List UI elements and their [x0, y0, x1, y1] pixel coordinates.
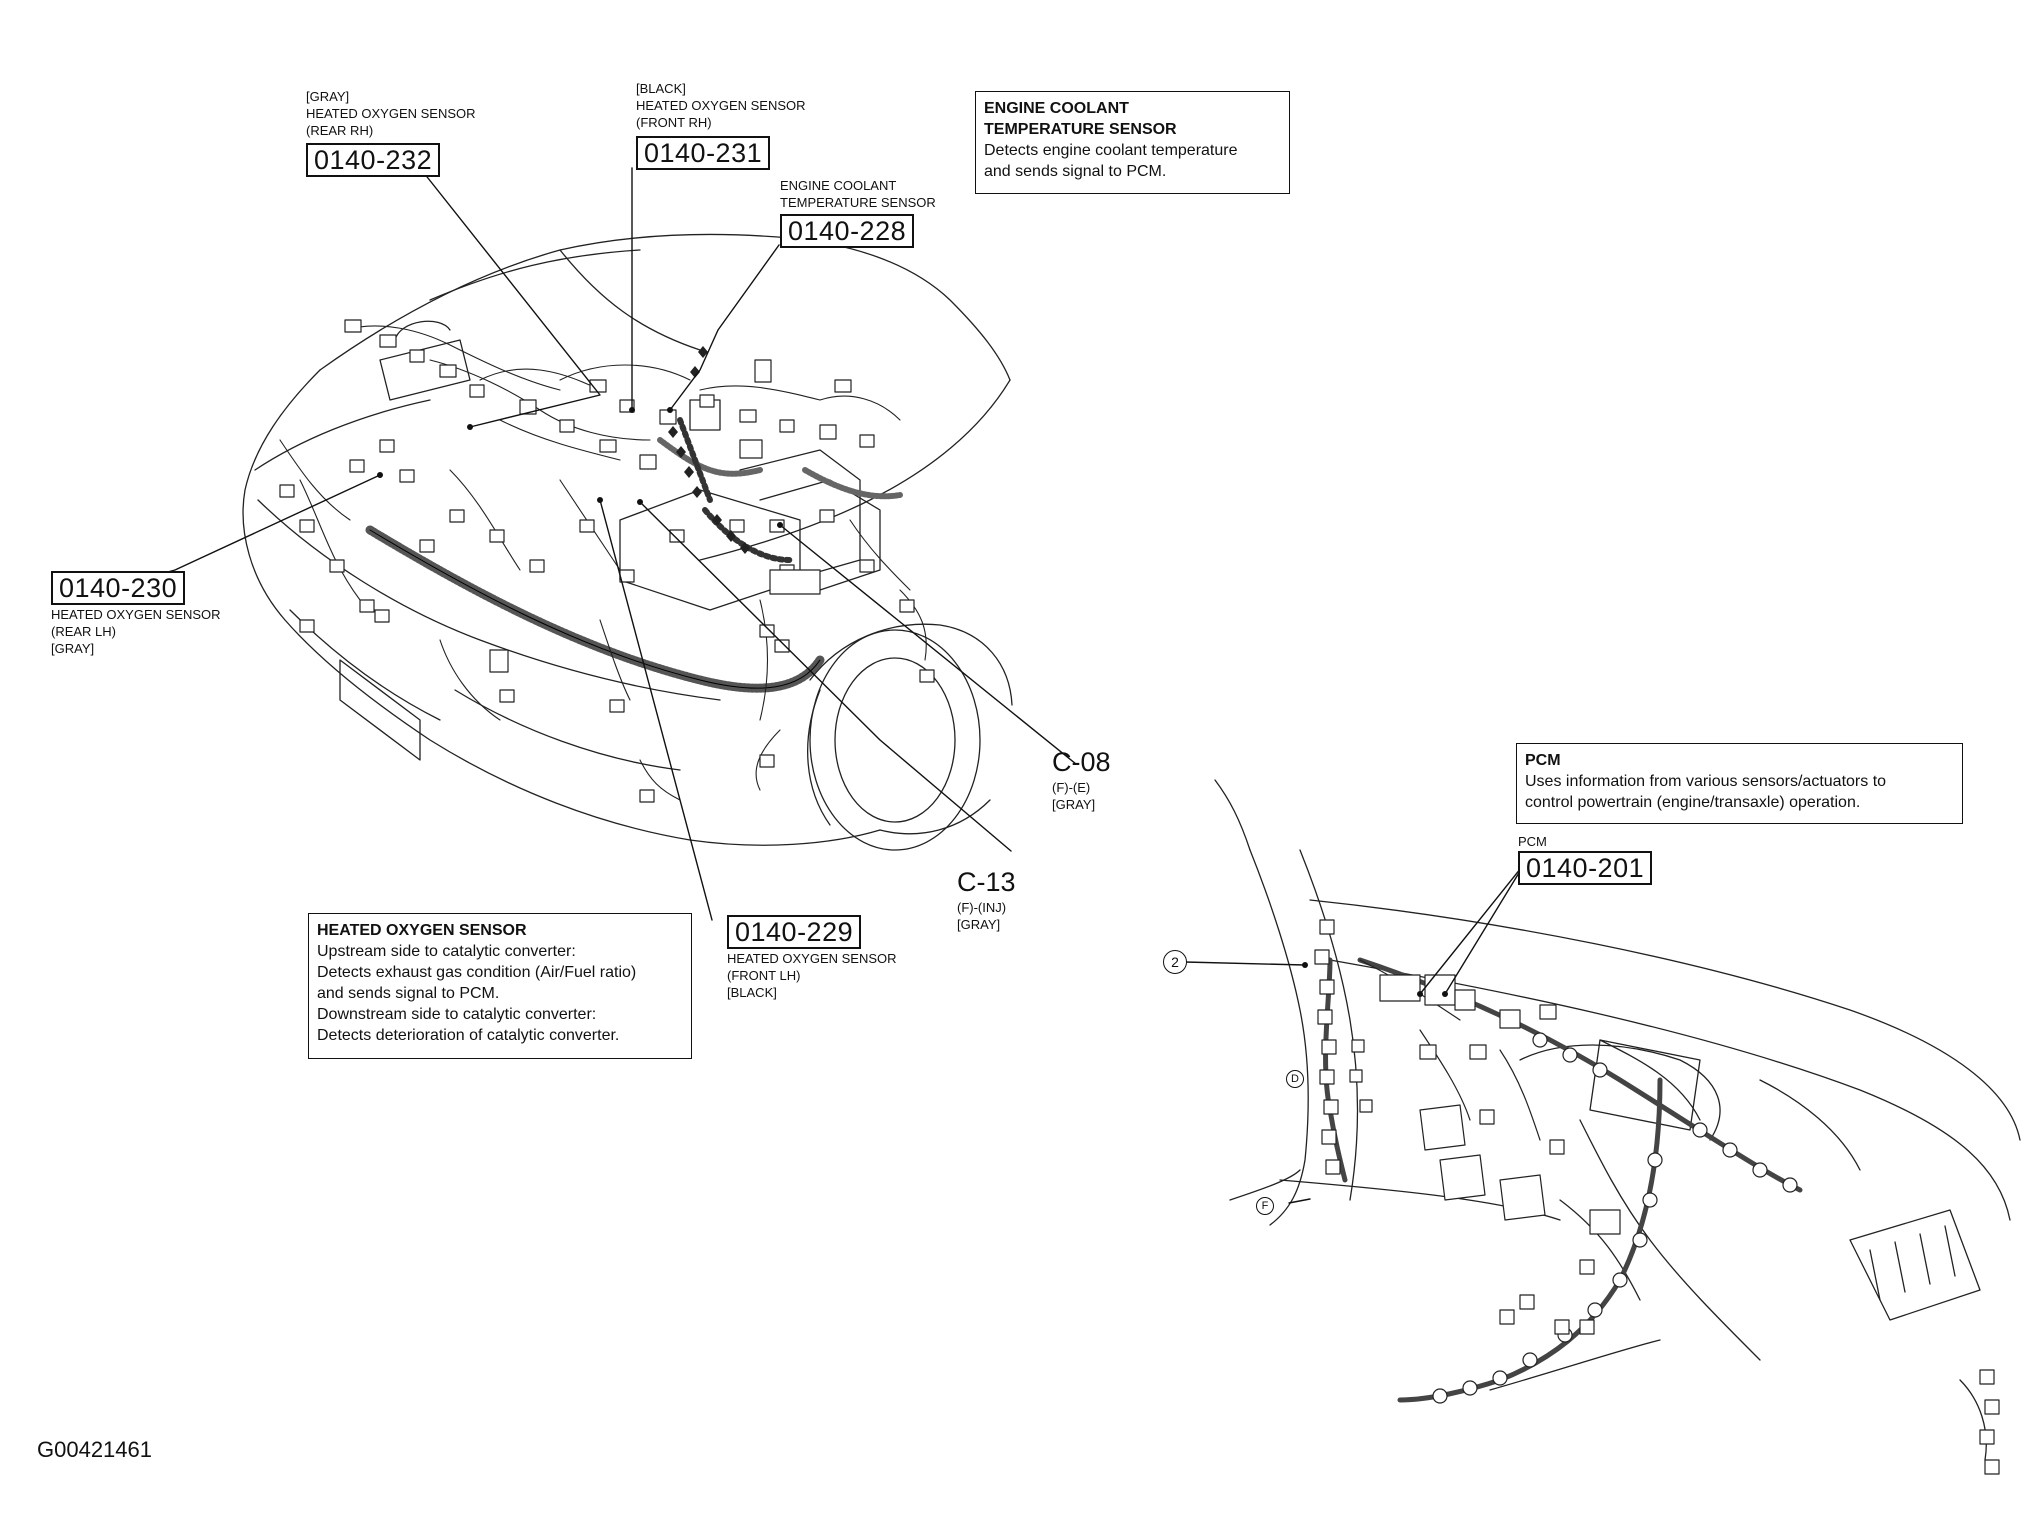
callout-230-title: HEATED OXYGEN SENSOR — [51, 607, 221, 622]
info-box-ho2s-body-2: Detects exhaust gas condition (Air/Fuel … — [317, 964, 637, 981]
info-box-ect-body-1: Detects engine coolant temperature — [984, 142, 1238, 159]
leader-lines — [119, 167, 1526, 1204]
marker-f: F — [1256, 1197, 1274, 1215]
marker-2: 2 — [1163, 950, 1187, 974]
info-box-engine-coolant-temperature-sensor: ENGINE COOLANT TEMPERATURE SENSOR Detect… — [975, 91, 1290, 194]
info-box-ho2s-body-1: Upstream side to catalytic converter: — [317, 943, 576, 960]
callout-231-color: [BLACK] — [636, 81, 686, 96]
callout-228-text: ENGINE COOLANT TEMPERATURE SENSOR — [780, 177, 936, 211]
figure-id: G00421461 — [37, 1437, 152, 1462]
component-ref-0140-232: 0140-232 — [306, 143, 441, 177]
info-box-pcm-title: PCM — [1525, 752, 1561, 769]
callout-229-position: (FRONT LH) — [727, 968, 801, 983]
connector-c13-pins: (F)-(INJ) — [957, 900, 1007, 915]
info-box-ho2s-body-3: and sends signal to PCM. — [317, 985, 500, 1002]
callout-231-text: [BLACK] HEATED OXYGEN SENSOR (FRONT RH) — [636, 80, 806, 131]
component-ref-0140-201: 0140-201 — [1518, 851, 1653, 885]
marker-d: D — [1286, 1070, 1304, 1088]
callout-229-color: [BLACK] — [727, 985, 777, 1000]
callout-230-text: HEATED OXYGEN SENSOR (REAR LH) [GRAY] — [51, 606, 221, 657]
pedals — [1419, 1104, 1546, 1221]
connector-c13-label: C-13 — [957, 867, 1016, 897]
connector-c08-pins: (F)-(E) — [1052, 780, 1091, 795]
info-box-ho2s-title: HEATED OXYGEN SENSOR — [317, 922, 527, 939]
callout-232-title: HEATED OXYGEN SENSOR — [306, 106, 476, 121]
component-ref-0140-229: 0140-229 — [727, 915, 862, 949]
info-box-pcm-body-2: control powertrain (engine/transaxle) op… — [1525, 794, 1861, 811]
callout-229-text: HEATED OXYGEN SENSOR (FRONT LH) [BLACK] — [727, 950, 897, 1001]
connector-c08-color: [GRAY] — [1052, 797, 1096, 812]
info-box-ect-body-2: and sends signal to PCM. — [984, 163, 1167, 180]
info-box-ect-title-1: ENGINE COOLANT — [984, 100, 1129, 117]
component-ref-0140-228: 0140-228 — [780, 214, 915, 248]
callout-201-text: PCM — [1518, 833, 1547, 850]
component-ref-0140-230: 0140-230 — [51, 571, 186, 605]
callout-231-title: HEATED OXYGEN SENSOR — [636, 98, 806, 113]
callout-229-title: HEATED OXYGEN SENSOR — [727, 951, 897, 966]
callout-232-text: [GRAY] HEATED OXYGEN SENSOR (REAR RH) — [306, 88, 476, 139]
callout-230-color: [GRAY] — [51, 641, 95, 656]
engine-wires — [279, 325, 927, 801]
component-ref-0140-231: 0140-231 — [636, 136, 771, 170]
connector-c13-details: (F)-(INJ) [GRAY] — [957, 899, 1006, 933]
dashboard-grommets — [1432, 1032, 1798, 1404]
connector-c13-color: [GRAY] — [957, 917, 1001, 932]
info-box-ect-title-2: TEMPERATURE SENSOR — [984, 121, 1177, 138]
info-box-heated-oxygen-sensor: HEATED OXYGEN SENSOR Upstream side to ca… — [308, 913, 692, 1059]
callout-201-title: PCM — [1518, 834, 1547, 849]
info-box-ho2s-body-4: Downstream side to catalytic converter: — [317, 1006, 597, 1023]
callout-230-position: (REAR LH) — [51, 624, 117, 639]
info-box-pcm: PCM Uses information from various sensor… — [1516, 743, 1963, 824]
dashboard-outline — [1214, 779, 2021, 1461]
callout-228-title-1: ENGINE COOLANT — [780, 178, 897, 193]
callout-232-position: (REAR RH) — [306, 123, 374, 138]
callout-232-color: [GRAY] — [306, 89, 350, 104]
dashboard-connectors — [1314, 919, 2000, 1475]
connector-c08-label: C-08 — [1052, 747, 1111, 777]
main-harness — [365, 417, 903, 693]
engine-connectors — [279, 319, 935, 803]
leader-dots — [377, 407, 1448, 997]
connector-c08-details: (F)-(E) [GRAY] — [1052, 779, 1095, 813]
car-body-outline — [242, 233, 1013, 851]
harness-diamonds — [668, 346, 750, 554]
callout-231-position: (FRONT RH) — [636, 115, 712, 130]
info-box-pcm-body-1: Uses information from various sensors/ac… — [1525, 773, 1887, 790]
info-box-ho2s-body-5: Detects deterioration of catalytic conve… — [317, 1027, 620, 1044]
callout-228-title-2: TEMPERATURE SENSOR — [780, 195, 936, 210]
